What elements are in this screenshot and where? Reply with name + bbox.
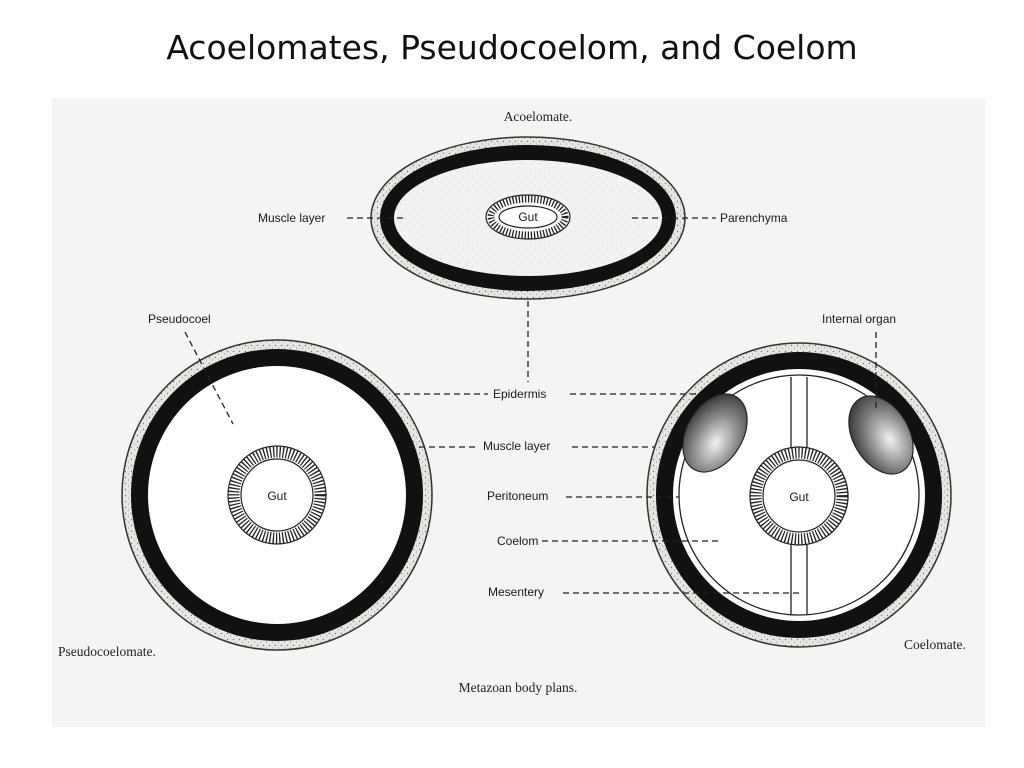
label-parenchyma: Parenchyma [720, 211, 788, 225]
internal-organ-right [848, 395, 914, 475]
leader-pseudocoel [184, 331, 234, 425]
acoelomate-diagram: Gut Acoelomate. Muscle layer Parenchyma [258, 109, 788, 300]
label-muscle-layer: Muscle layer [483, 439, 550, 453]
ventral-mesentery [790, 541, 808, 614]
dorsal-mesentery [790, 377, 808, 451]
label-muscle-layer-top: Muscle layer [258, 211, 325, 225]
coelomate-peritoneum [678, 374, 920, 616]
acoelomate-gut-lumen [498, 205, 558, 229]
acoelomate-gut-label: Gut [518, 210, 538, 224]
center-labels: Epidermis Muscle layer Peritoneum Coelom… [394, 301, 799, 599]
label-epidermis: Epidermis [493, 387, 546, 401]
pseudocoelomate-caption: Pseudocoelomate. [58, 644, 156, 659]
label-internal-organ: Internal organ [822, 312, 896, 326]
label-mesentery: Mesentery [488, 585, 544, 599]
coelomate-gut-label: Gut [789, 490, 809, 504]
coelomate-caption: Coelomate. [904, 637, 966, 652]
internal-organ-left [682, 393, 748, 473]
coelomate-gut-cells [750, 447, 848, 545]
pseudocoelomate-gut-lumen [240, 458, 314, 532]
pseudocoelomate-diagram: Gut Pseudocoel Pseudocoelomate. [58, 312, 433, 659]
coelomate-gut-lumen [762, 459, 836, 533]
slide-title: Acoelomates, Pseudocoelom, and Coelom [166, 28, 858, 67]
body-plans-figure: Gut Acoelomate. Muscle layer Parenchyma … [52, 98, 985, 727]
body-plans-diagram: Gut Acoelomate. Muscle layer Parenchyma … [58, 109, 966, 695]
coelomate-diagram: Gut Internal organ Coelomate. [646, 312, 966, 652]
label-peritoneum: Peritoneum [487, 489, 548, 503]
pseudocoelomate-gut-cells [228, 446, 326, 544]
figure-caption: Metazoan body plans. [459, 680, 578, 695]
acoelomate-caption: Acoelomate. [504, 109, 573, 124]
pseudocoelomate-gut-label: Gut [267, 489, 287, 503]
label-coelom: Coelom [497, 534, 538, 548]
label-pseudocoel: Pseudocoel [148, 312, 211, 326]
acoelomate-gut-cells [487, 195, 569, 239]
